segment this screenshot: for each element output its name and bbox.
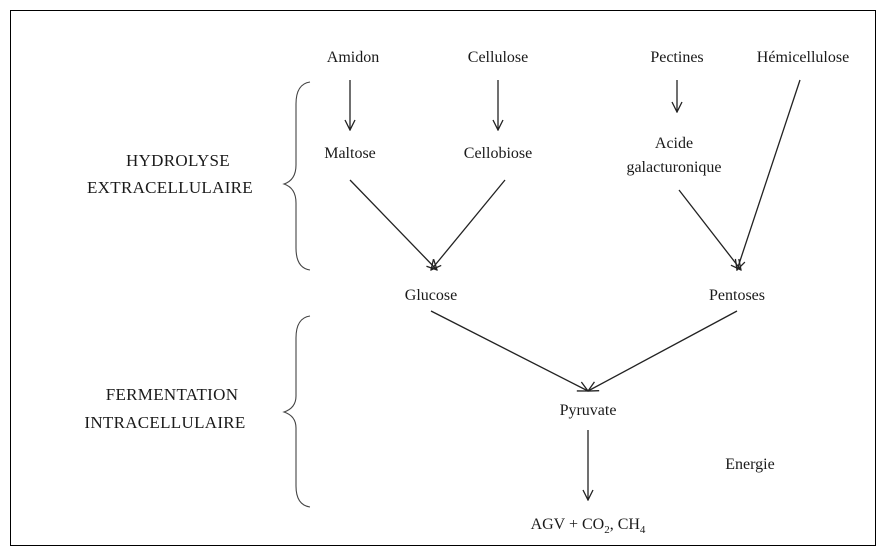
arrow-glucose-pyruvate [430,310,588,391]
stage-fermentation-line2: INTRACELLULAIRE [84,413,245,432]
node-pyruvate: Pyruvate [560,402,617,419]
node-energie: Energie [725,456,774,473]
node-acide-line2: galacturonique [626,159,721,176]
node-pentoses: Pentoses [709,287,765,304]
node-maltose: Maltose [324,145,376,162]
node-amidon: Amidon [327,49,379,66]
arrow-maltose-glucose [349,179,437,270]
node-hemicellulose: Hémicellulose [757,49,849,66]
products-co2-subscript: 2 [604,524,610,536]
arrow-acide-pentoses [678,189,741,270]
products-ch4-subscript: 4 [640,524,646,536]
node-cellulose: Cellulose [468,49,528,66]
arrow-hemicellulose-pentoses [737,79,801,270]
stage-hydrolysis-line1: HYDROLYSE [126,151,230,170]
node-cellobiose: Cellobiose [464,145,532,162]
diagram-frame [10,10,876,546]
stage-fermentation-line1: FERMENTATION [106,385,239,404]
node-products: AGV + CO2, CH4 [531,516,646,536]
node-glucose: Glucose [405,287,457,304]
fermentation-brace [282,315,311,508]
products-ch4: , CH [610,516,641,533]
node-acide-line1: Acide [655,135,693,152]
arrow-cellobiose-glucose [431,179,506,270]
products-agv: AGV + CO [531,516,605,533]
arrow-pentoses-pyruvate [588,310,738,391]
stage-hydrolysis-line2: EXTRACELLULAIRE [87,178,253,197]
hydrolysis-brace [282,81,311,271]
node-pectines: Pectines [650,49,703,66]
